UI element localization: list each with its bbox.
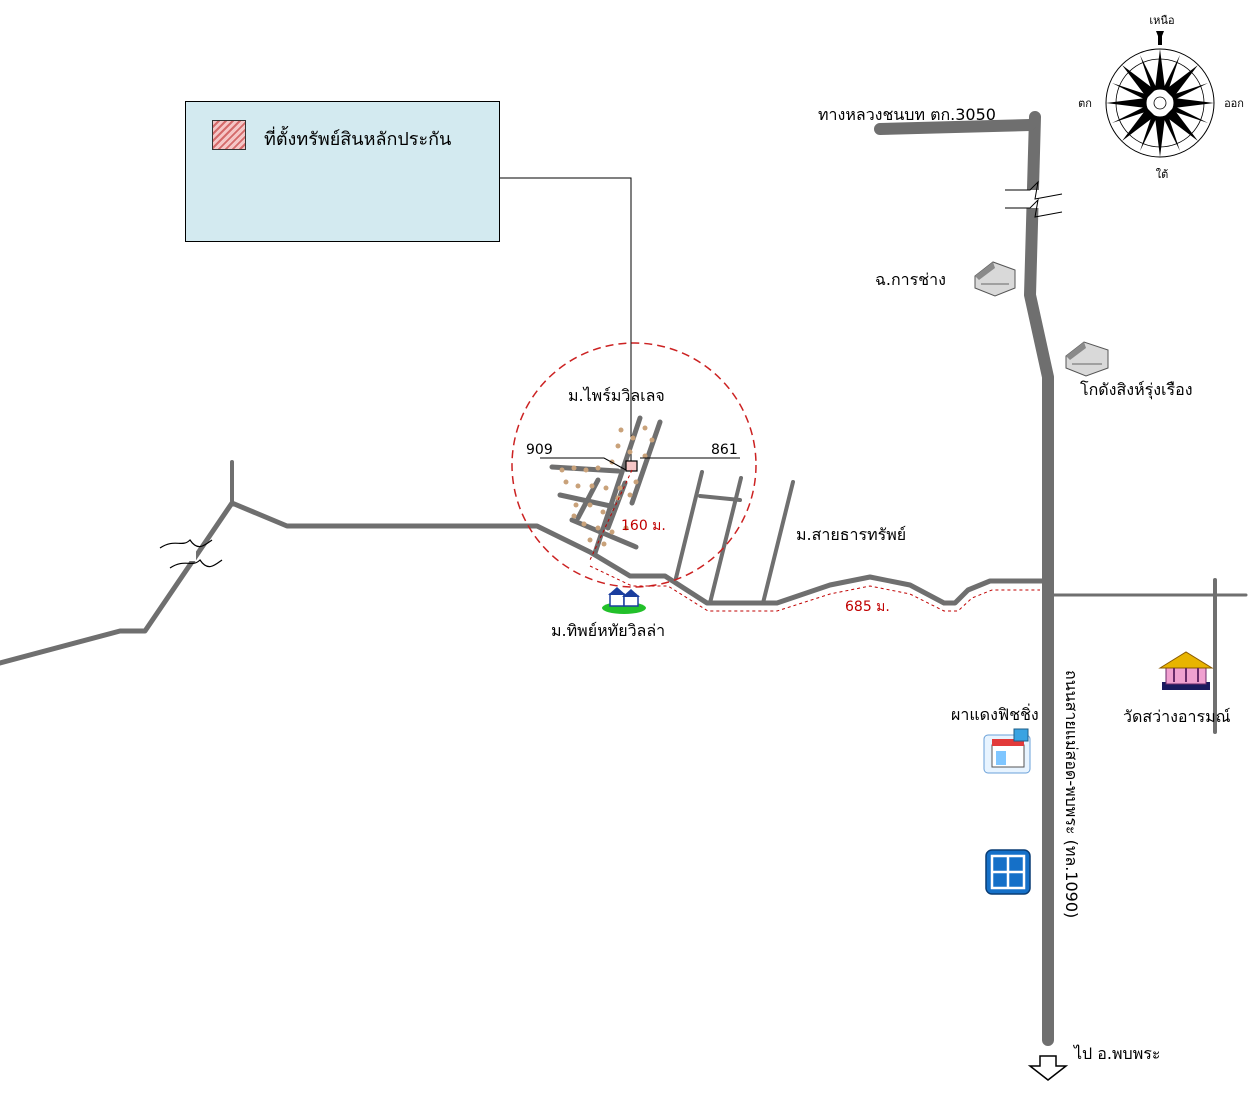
- warehouse-label: โกดังสิงห์รุ่งเรือง: [1080, 380, 1193, 400]
- legend-box: ที่ตั้งทรัพย์สินหลักประกัน: [185, 101, 500, 242]
- bank-logo-icon: [985, 849, 1031, 895]
- rural-road: [874, 119, 1036, 135]
- shop-building-icon: [974, 261, 1016, 297]
- parcel-861-label: 861: [711, 442, 738, 458]
- shop-1-label: ฉ.การช่าง: [875, 270, 946, 289]
- village-bottom-label: ม.ทิพย์หทัยวิลล่า: [551, 621, 665, 640]
- shop-2-label: ผาแดงฟิชชิ่ง: [951, 703, 1039, 724]
- parcel-909-leader: [540, 457, 627, 471]
- collateral-property-marker: [625, 460, 638, 472]
- legend-label: ที่ตั้งทรัพย์สินหลักประกัน: [264, 129, 452, 150]
- distance-160-line: [589, 469, 633, 561]
- temple-icon: [1158, 651, 1214, 690]
- warehouse-icon: [1065, 341, 1109, 377]
- distance-160-label: 160 ม.: [621, 518, 666, 534]
- compass-south-label: ใต้: [1156, 168, 1169, 181]
- collateral-location-swatch: [212, 120, 246, 150]
- road-network: [0, 111, 1248, 1046]
- compass-rose-icon: [1105, 31, 1215, 158]
- soi-label: ม.สายธารทรัพย์: [796, 525, 906, 544]
- compass-east-label: ออก: [1224, 97, 1244, 110]
- side-roads: [674, 470, 795, 605]
- legend-leader-line: [500, 177, 632, 466]
- radius-circle: [511, 342, 757, 588]
- village-main-label: ม.ไพร์มวิลเลจ: [568, 386, 665, 405]
- temple-label: วัดสว่างอารมณ์: [1123, 707, 1231, 726]
- village-house-icon: [602, 587, 646, 614]
- village-streets: [549, 415, 663, 556]
- distance-685-line: [589, 565, 1040, 612]
- parcel-909-label: 909: [526, 442, 553, 458]
- distance-685-label: 685 ม.: [845, 599, 890, 615]
- road-break-west: [159, 539, 223, 569]
- fishing-shop-icon: [983, 728, 1031, 774]
- down-arrow-icon: [1027, 1055, 1069, 1081]
- direction-label: ไป อ.พบพระ: [1072, 1044, 1160, 1063]
- compass-north-label: เหนือ: [1149, 14, 1174, 27]
- compass-west-label: ตก: [1078, 97, 1092, 110]
- rural-road-label: ทางหลวงชนบท ตก.3050: [818, 105, 996, 124]
- road-break-highway: [1005, 180, 1063, 218]
- main-highway-label: ถนนสายแม่สอด-พบพระ (ทล.1090): [1062, 670, 1081, 918]
